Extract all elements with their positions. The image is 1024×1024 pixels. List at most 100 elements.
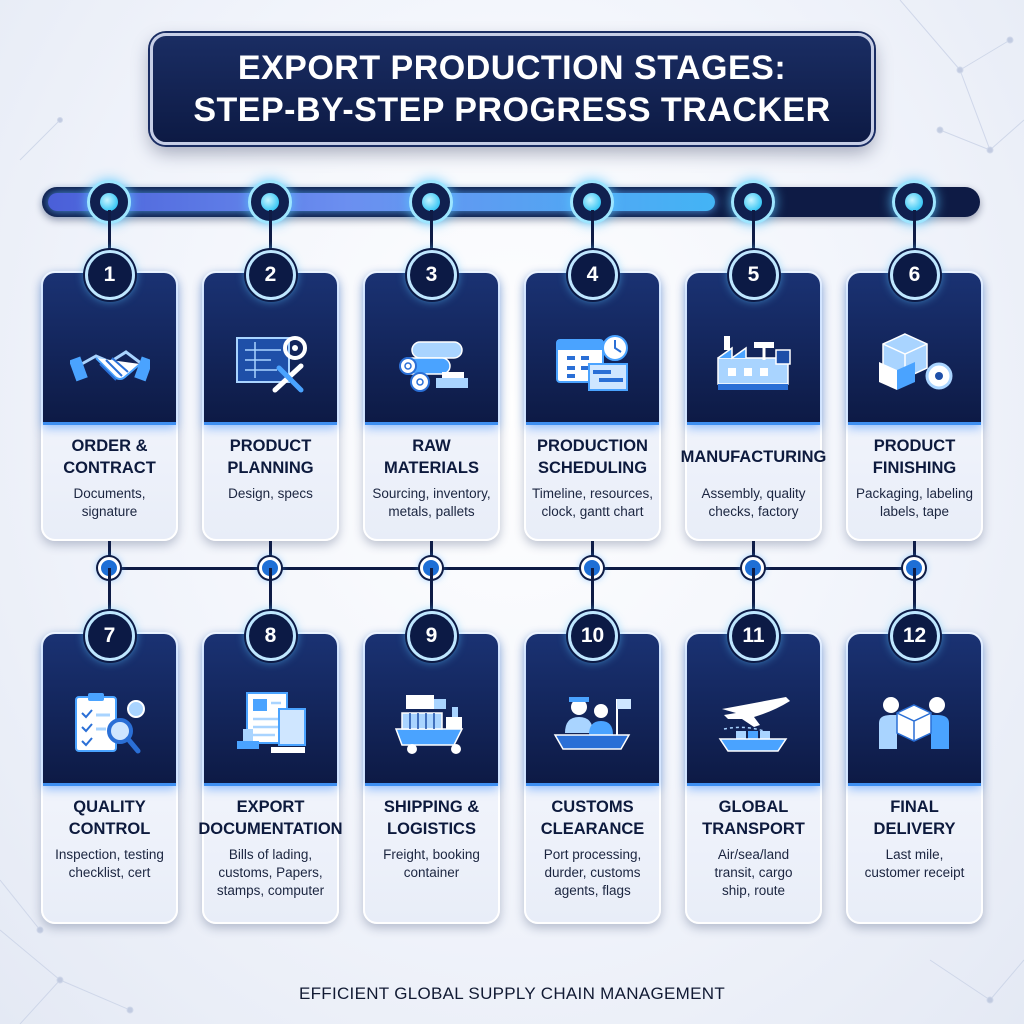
stage-description-line: Sourcing, inventory,	[372, 486, 491, 501]
factory-icon	[716, 335, 791, 390]
connector-mid-6	[913, 541, 916, 568]
stage-description: Timeline, resources, clock, gantt chart	[528, 485, 657, 521]
checklist-icon	[74, 692, 145, 753]
connector-mid-9	[430, 568, 433, 618]
progress-node-4	[570, 180, 614, 224]
stage-title-line: GLOBAL	[718, 798, 789, 816]
connector-top-4	[591, 210, 594, 260]
stage-icon-panel	[687, 273, 820, 425]
stage-icon-panel	[204, 634, 337, 786]
connector-mid-2	[269, 541, 272, 568]
connector-mid-11	[752, 568, 755, 618]
truck-icon	[394, 694, 463, 754]
stage-description-line: Assembly, quality	[701, 486, 806, 501]
stage-description: Last mile,customer receipt	[850, 846, 979, 882]
connector-mid-4	[591, 541, 594, 568]
progress-node-3	[409, 180, 453, 224]
handshake-icon	[69, 349, 150, 381]
stage-description-line: Freight, booking	[383, 847, 480, 862]
blueprint-icon	[235, 335, 307, 392]
stage-description-line: clock, gantt chart	[541, 504, 644, 519]
stage-description-line: agents, flags	[554, 883, 631, 898]
stage-title-line: ORDER &	[71, 437, 148, 455]
stage-description-line: customs, Papers,	[218, 865, 323, 880]
stage-description-line: Timeline, resources,	[531, 486, 654, 501]
connector-mid-1	[108, 541, 111, 568]
stage-title: PRODUCT PLANNING	[196, 435, 345, 479]
stage-title-line: CONTRACT	[63, 459, 156, 477]
stage-title-line: MATERIALS	[383, 459, 480, 477]
stage-title-line: SHIPPING &	[383, 798, 480, 816]
stage-description: Bills of lading,customs, Papers,stamps, …	[206, 846, 335, 900]
stage-number-badge: 6	[889, 250, 940, 300]
stage-description-line: container	[403, 865, 460, 880]
title-line-1: EXPORT PRODUCTION STAGES:	[237, 49, 787, 87]
stage-title: SHIPPING &LOGISTICS	[357, 796, 506, 840]
footer-caption: EFFICIENT GLOBAL SUPPLY CHAIN MANAGEMENT	[298, 984, 726, 1003]
stage-title: MANUFACTURING	[679, 446, 828, 468]
stage-description-line: labels, tape	[879, 504, 950, 519]
stage-number-badge: 1	[84, 250, 135, 300]
stage-title-line: PRODUCT	[873, 437, 956, 455]
stage-icon-panel	[365, 273, 498, 425]
documents-icon	[236, 691, 306, 753]
stage-description-line: stamps, computer	[216, 883, 325, 898]
connector-mid-8	[269, 568, 272, 618]
stage-title-line: MANUFACTURING	[680, 448, 827, 466]
stage-number-badge: 7	[84, 611, 135, 661]
stage-number-badge: 2	[245, 250, 296, 300]
stage-title-line: CUSTOMS	[551, 798, 634, 816]
stage-title: PRODUCT FINISHING	[840, 435, 989, 479]
stage-number-badge: 9	[406, 611, 457, 661]
calendar-icon	[555, 334, 628, 391]
stage-title-line: FINAL	[890, 798, 939, 816]
stage-title-line: SCHEDULING	[537, 459, 648, 477]
stage-title-line: PRODUCT	[229, 437, 312, 455]
officers-icon	[553, 696, 631, 750]
stage-number-badge: 12	[889, 611, 940, 661]
stage-title-line: PLANNING	[227, 459, 314, 477]
stage-title: FINAL DELIVERY	[840, 796, 989, 840]
stage-description-line: Design, specs	[228, 486, 313, 501]
stage-description-line: ship, route	[721, 883, 786, 898]
stage-number-badge: 3	[406, 250, 457, 300]
stage-description-line: signature	[81, 504, 138, 519]
stage-description: Documents,signature	[45, 485, 174, 521]
stage-description-line: checklist, cert	[68, 865, 151, 880]
connector-top-5	[752, 210, 755, 260]
stage-description-line: metals, pallets	[388, 504, 475, 519]
connector-mid-3	[430, 541, 433, 568]
connector-top-2	[269, 210, 272, 260]
stage-number-badge: 5	[728, 250, 779, 300]
stage-title-line: EXPORT	[236, 798, 305, 816]
stage-title-line: TRANSPORT	[702, 820, 805, 838]
title-line-2: STEP-BY-STEP PROGRESS TRACKER	[193, 91, 831, 129]
progress-node-6	[892, 180, 936, 224]
stage-number-badge: 8	[245, 611, 296, 661]
stage-title: EXPORT DOCUMENTATION	[196, 796, 345, 840]
stage-title-line: DELIVERY	[873, 820, 956, 838]
stage-number-badge: 10	[567, 611, 618, 661]
connector-top-1	[108, 210, 111, 260]
title-banner: EXPORT PRODUCTION STAGES: STEP-BY-STEP P…	[150, 33, 874, 145]
boxes-icon	[878, 332, 952, 390]
stage-title-line: DOCUMENTATION	[198, 820, 343, 838]
stage-title-line: FINISHING	[872, 459, 957, 477]
stage-description-line: durder, customs	[544, 865, 641, 880]
logs-icon	[398, 340, 468, 392]
